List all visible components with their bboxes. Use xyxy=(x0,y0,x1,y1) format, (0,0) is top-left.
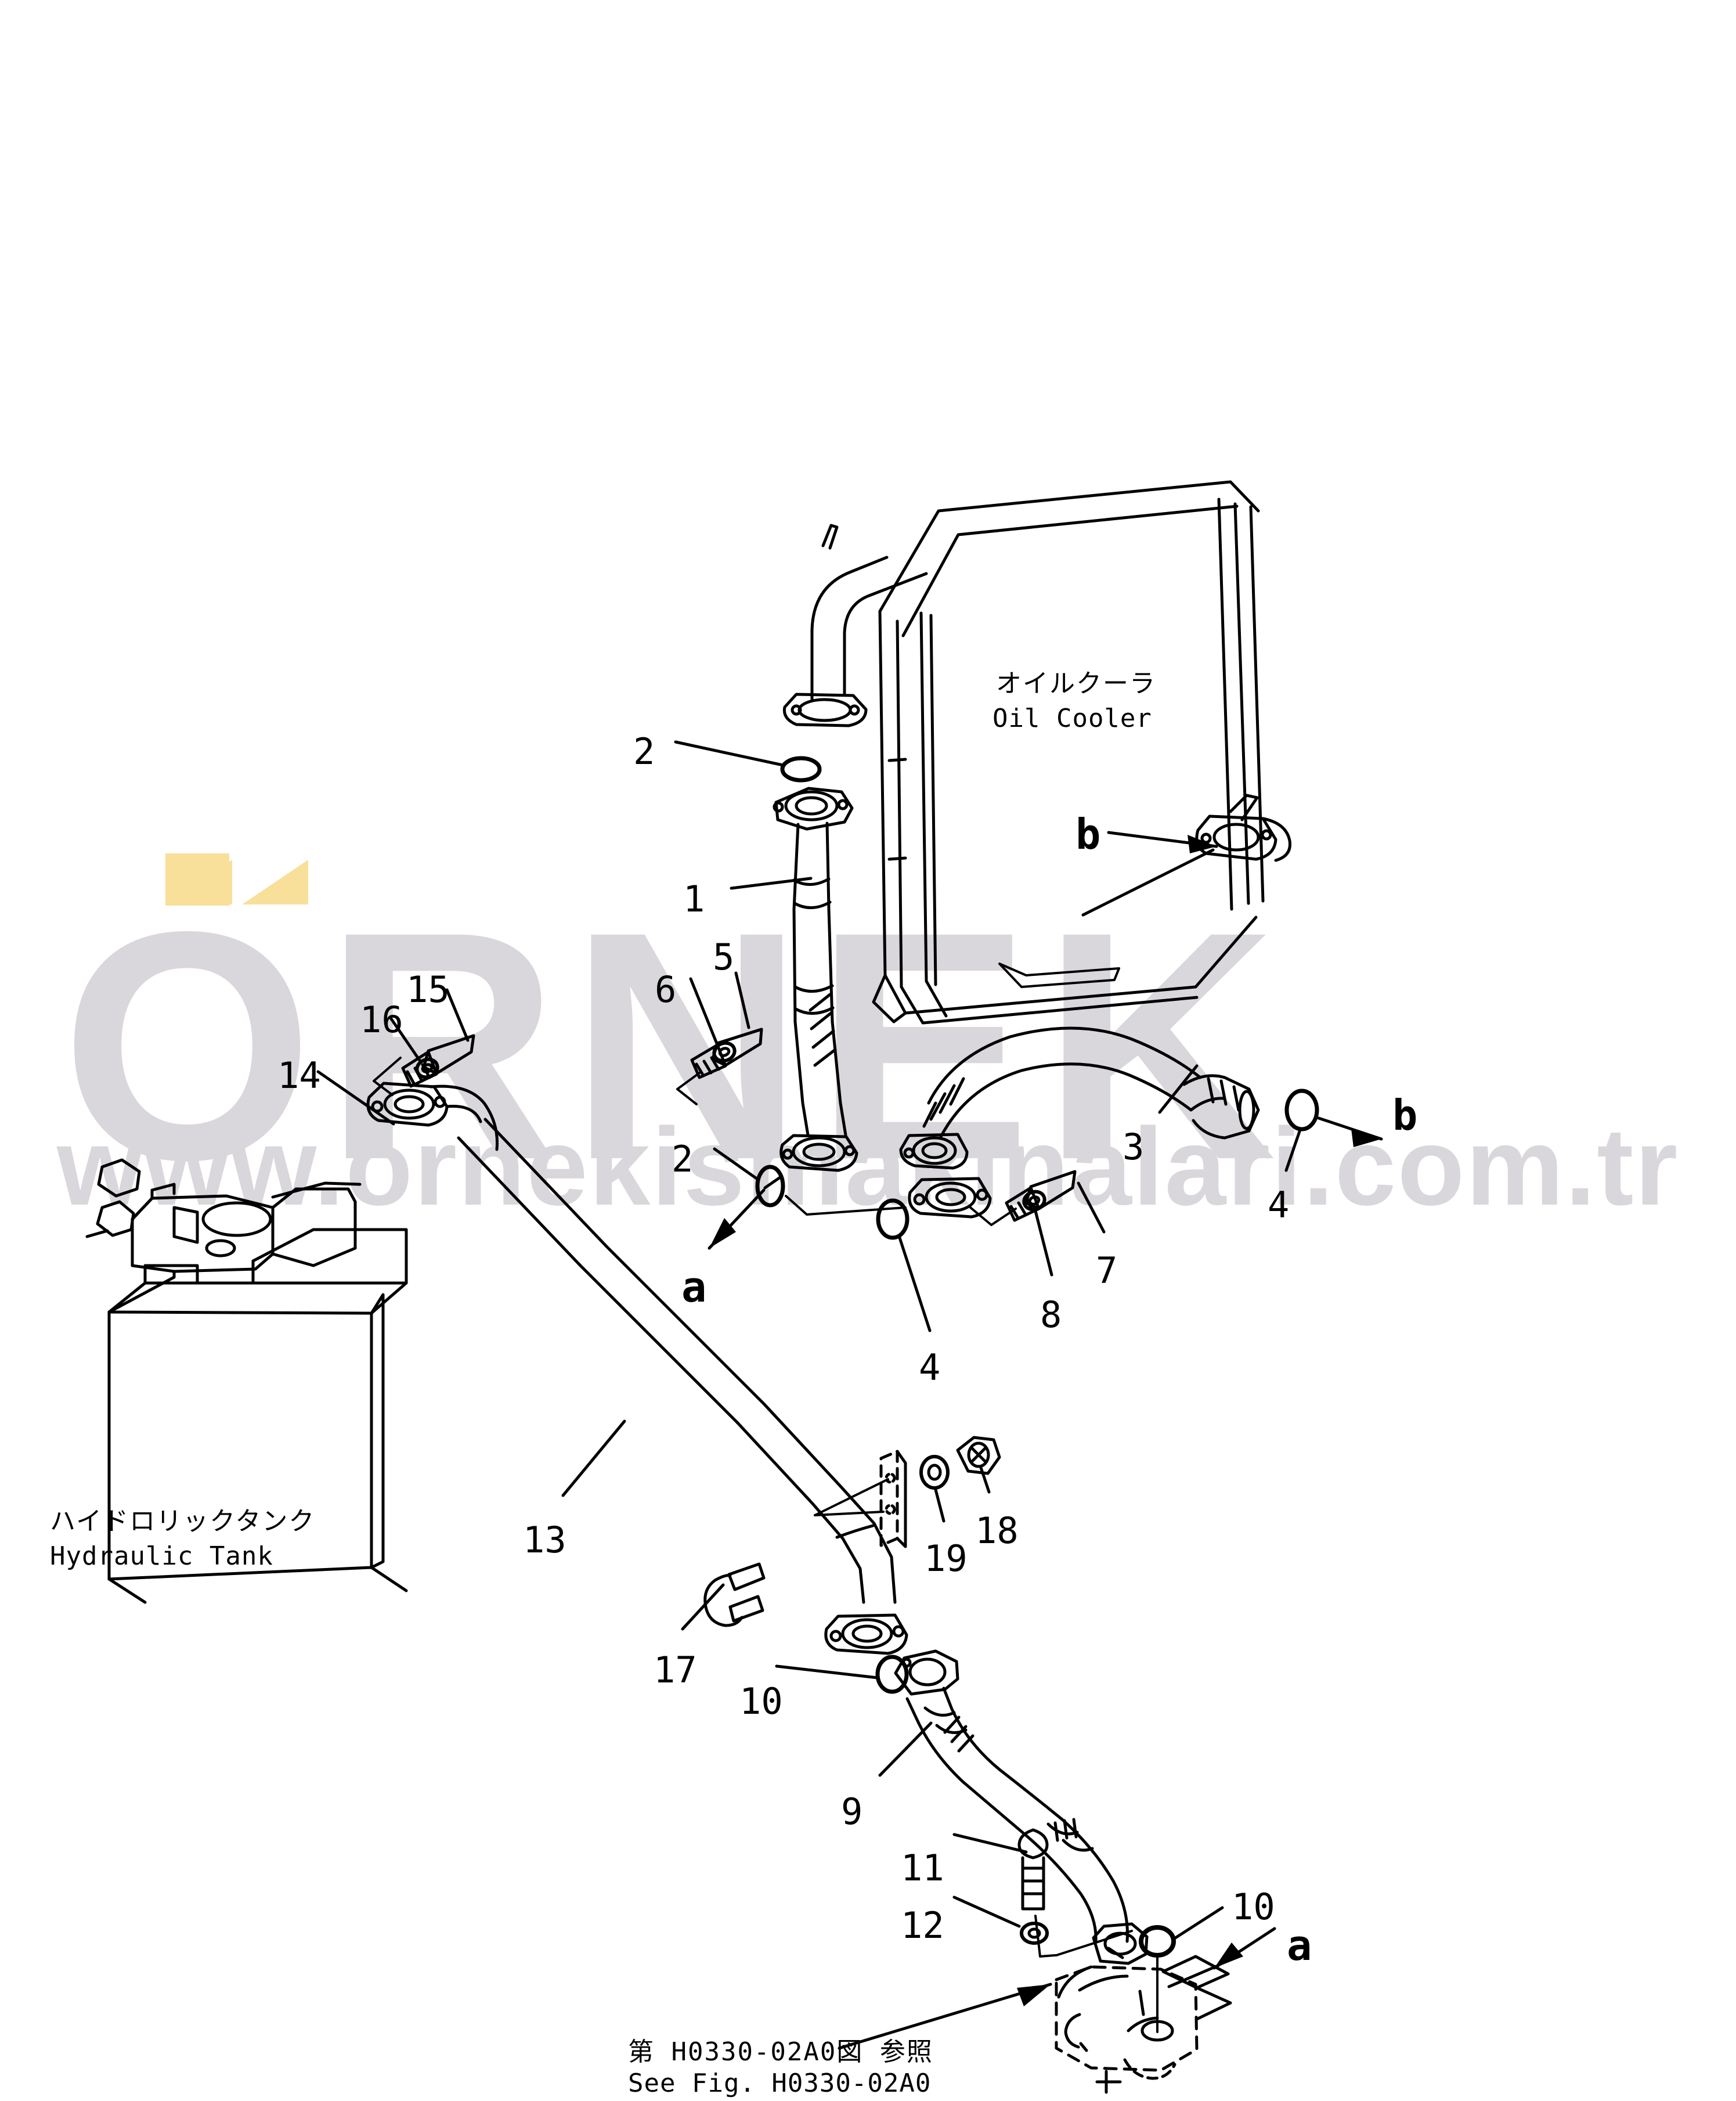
hydraulic-tank xyxy=(85,1158,408,1604)
oil-cooler-label-en: Oil Cooler xyxy=(992,704,1152,733)
oil-cooler-body xyxy=(872,480,1265,1025)
part-18-nut xyxy=(956,1436,1001,1475)
part-4-oring-right xyxy=(1284,1089,1319,1131)
valve-block xyxy=(1055,1954,1232,2094)
callout-2-top: 2 xyxy=(633,730,655,773)
part-17-clamp xyxy=(703,1562,766,1627)
section-mark-b-right: b xyxy=(1392,1091,1418,1140)
part-7-bolt xyxy=(1005,1170,1077,1222)
callout-4-right: 4 xyxy=(1268,1184,1290,1226)
callout-2-lower: 2 xyxy=(672,1138,694,1180)
part-15-bolt xyxy=(401,1034,475,1088)
callout-19: 19 xyxy=(924,1537,968,1580)
callout-6: 6 xyxy=(655,968,677,1011)
callout-14: 14 xyxy=(277,1054,321,1097)
part-4-oring-left xyxy=(876,1198,909,1240)
section-mark-a-bottom: a xyxy=(1287,1921,1312,1970)
callout-11: 11 xyxy=(901,1847,944,1889)
callout-10-upper: 10 xyxy=(739,1680,783,1722)
callout-13: 13 xyxy=(523,1519,566,1561)
callout-12: 12 xyxy=(901,1904,944,1947)
part-8-washer xyxy=(1022,1190,1046,1212)
hose3-lower-flange xyxy=(908,1177,992,1219)
leader-lines xyxy=(316,740,1302,1941)
part-14-flange xyxy=(366,1082,499,1151)
part-11-bolt-lower xyxy=(1017,1828,1049,1911)
see-fig-label-jp: 第 H0330-02A0図 参照 xyxy=(628,2037,933,2067)
callout-7: 7 xyxy=(1096,1249,1118,1292)
see-fig-label-en: See Fig. H0330-02A0 xyxy=(628,2068,932,2098)
part-5-bolt-upper xyxy=(690,1028,763,1079)
cooler-port-flange-b xyxy=(1195,794,1291,862)
part-3-curved-hose xyxy=(899,1026,1260,1170)
callout-10-lower: 10 xyxy=(1232,1886,1275,1928)
section-mark-a-mid: a xyxy=(681,1263,707,1311)
bracket-plate xyxy=(814,1450,907,1548)
callout-1: 1 xyxy=(683,878,705,920)
part-9-hose xyxy=(894,1649,1149,1965)
hydraulic-tank-label-jp: ハイドロリックタンク xyxy=(50,1507,316,1536)
part-2-oring-lower xyxy=(755,1165,785,1208)
part-13-long-tube xyxy=(457,1118,908,1655)
callout-17: 17 xyxy=(654,1649,697,1691)
section-arrows xyxy=(708,831,1383,2050)
callout-4-left: 4 xyxy=(919,1346,941,1389)
part-2-oring-top xyxy=(780,756,822,783)
callout-15: 15 xyxy=(406,968,450,1011)
part-12-washer-lower xyxy=(1020,1922,1049,1945)
part-19-washer xyxy=(919,1455,950,1490)
hydraulic-tank-label-en: Hydraulic Tank xyxy=(50,1541,273,1571)
part-10-oring-upper xyxy=(875,1655,909,1694)
oil-cooler-label-jp: オイルクーラ xyxy=(996,669,1156,698)
callout-16: 16 xyxy=(360,999,403,1041)
callout-8: 8 xyxy=(1040,1293,1062,1336)
part-1-tube xyxy=(773,787,858,1172)
callout-18: 18 xyxy=(975,1509,1019,1552)
callout-9: 9 xyxy=(841,1790,863,1833)
callout-5: 5 xyxy=(713,936,735,978)
part-6-washer-upper xyxy=(712,1041,737,1063)
section-mark-b-top: b xyxy=(1075,810,1101,859)
part-16-washer xyxy=(415,1057,439,1079)
callout-3: 3 xyxy=(1123,1126,1145,1168)
top-elbow-pipe xyxy=(782,524,928,727)
